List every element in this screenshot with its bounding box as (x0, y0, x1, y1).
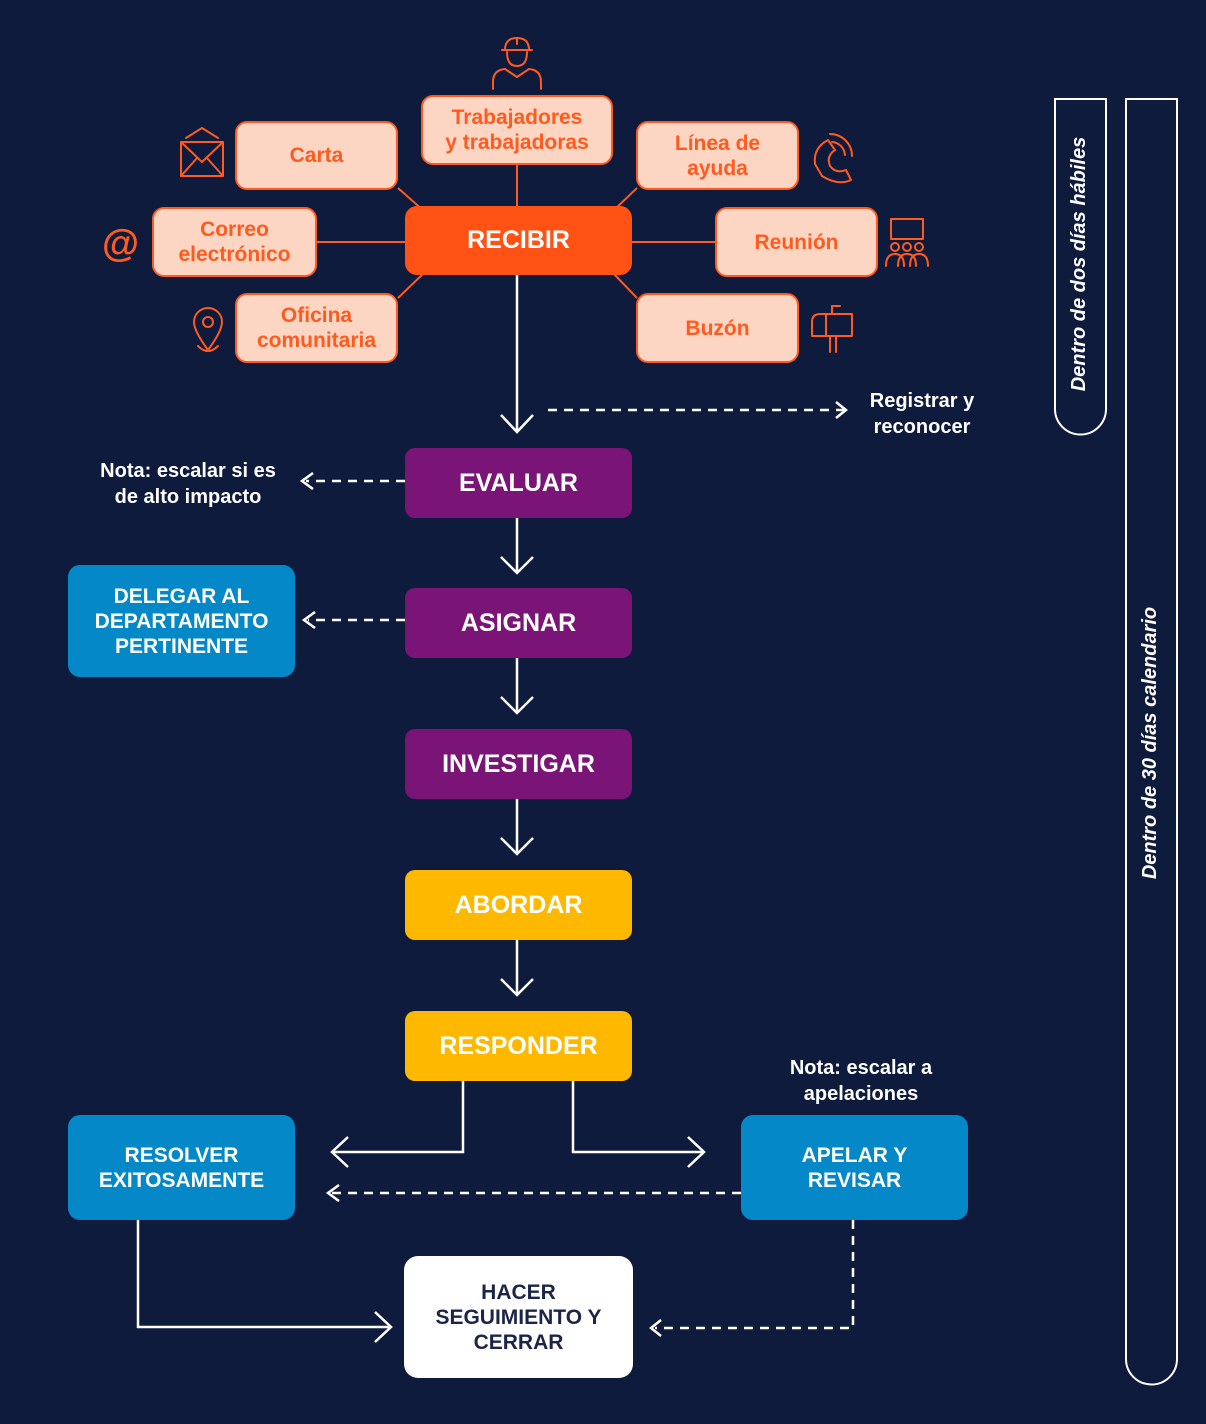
source-carta: Carta (235, 121, 398, 190)
phone-icon (813, 133, 853, 184)
meeting-icon (885, 218, 929, 267)
step-asignar: ASIGNAR (405, 588, 632, 658)
dashed-arrows (306, 408, 855, 1330)
source-reunion: Reunión (715, 207, 878, 277)
source-correo: Correo electrónico (152, 207, 317, 277)
step-apelar: APELAR Y REVISAR (741, 1115, 968, 1220)
source-linea-de-ayuda: Línea de ayuda (636, 121, 799, 190)
timeline-treinta-dias: Dentro de 30 días calendario (1139, 606, 1161, 880)
step-seguimiento: HACER SEGUIMIENTO Y CERRAR (404, 1256, 633, 1378)
source-trabajadores: Trabajadores y trabajadoras (421, 95, 613, 165)
step-abordar: ABORDAR (405, 870, 632, 940)
note-registrar: Registrar y reconocer (869, 390, 975, 438)
step-investigar: INVESTIGAR (405, 729, 632, 799)
source-buzon: Buzón (636, 293, 799, 363)
timeline-dos-dias: Dentro de dos días hábiles (1068, 136, 1090, 392)
source-oficina: Oficina comunitaria (235, 293, 398, 363)
step-responder: RESPONDER (405, 1011, 632, 1081)
envelope-icon (180, 127, 224, 177)
step-evaluar: EVALUAR (405, 448, 632, 518)
worker-hardhat-icon (492, 37, 542, 90)
source-spokes (317, 165, 715, 299)
main-flow-arrows (136, 275, 706, 1343)
mailbox-icon (811, 305, 853, 353)
at-sign-icon: @ (102, 223, 139, 265)
step-recibir: RECIBIR (405, 206, 632, 275)
note-escalar-impacto: Nota: escalar si es de alto impacto (100, 460, 276, 508)
step-delegar: DELEGAR AL DEPARTAMENTO PERTINENTE (68, 565, 295, 677)
location-pin-icon (193, 307, 223, 352)
note-escalar-apelaciones: Nota: escalar a apelaciones (789, 1057, 933, 1105)
dashed-arrowheads (299, 401, 849, 1337)
step-resolver: RESOLVER EXITOSAMENTE (68, 1115, 295, 1220)
timeline-brackets (1054, 98, 1178, 1386)
